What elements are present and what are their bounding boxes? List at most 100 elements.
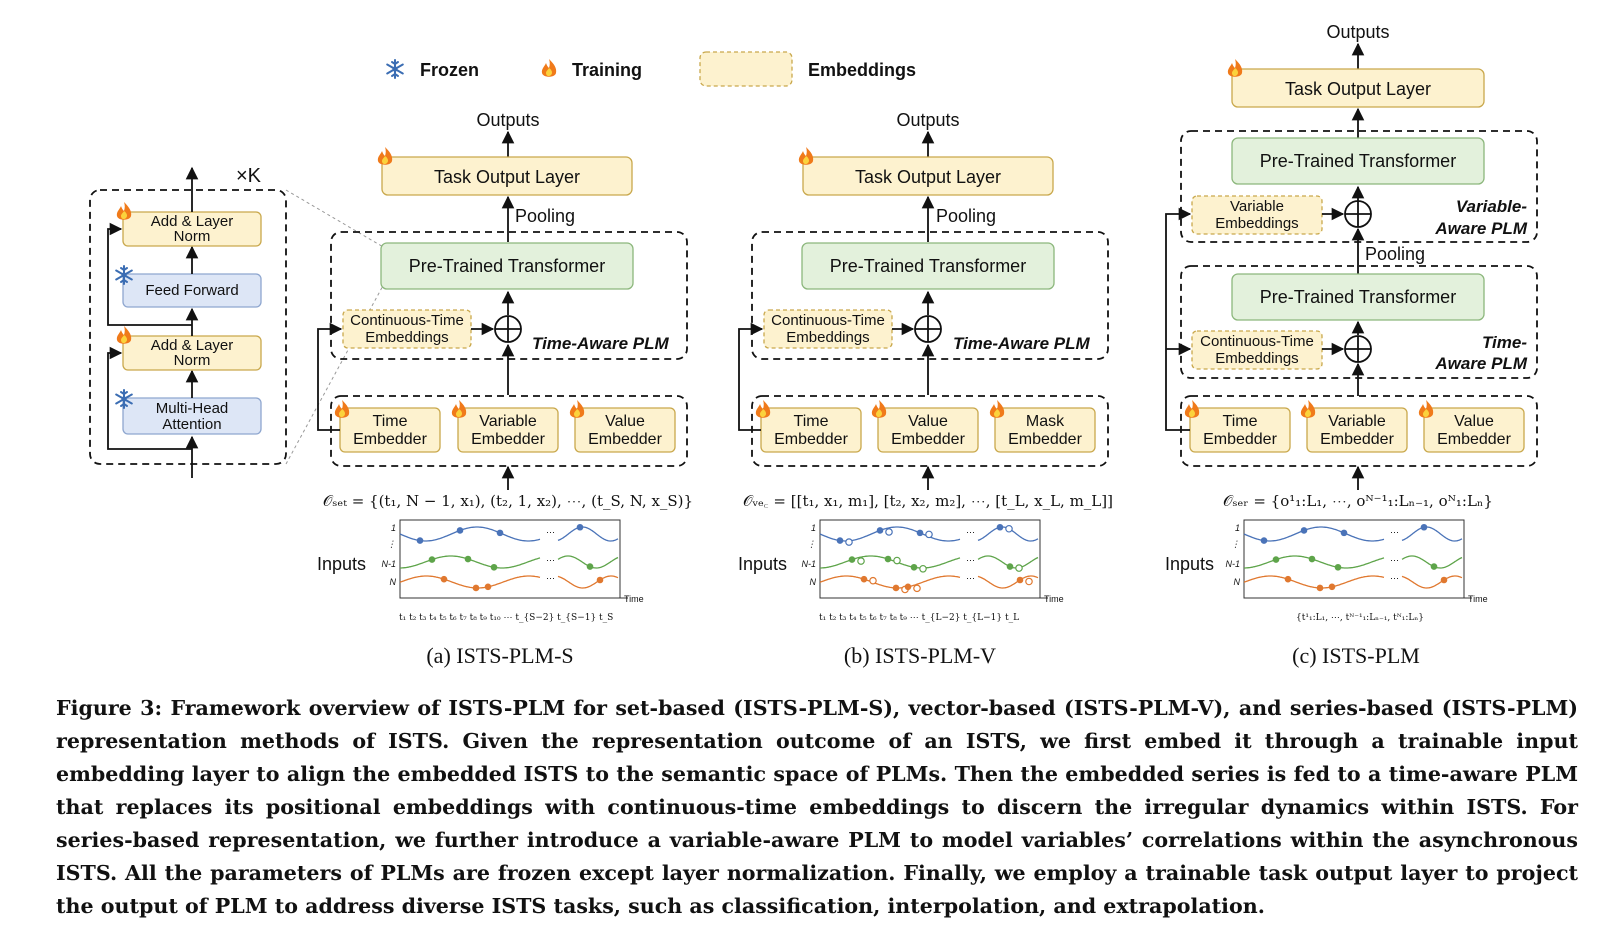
plot-ellipsis: ⋯ <box>1390 573 1399 583</box>
series-point <box>440 575 448 583</box>
series-point <box>496 529 504 537</box>
plot-ellipsis: ⋯ <box>546 573 555 583</box>
series-point <box>490 563 498 571</box>
c-task-output-label: Task Output Layer <box>1285 79 1431 99</box>
framework-figure: .ybox { fill: #fdf2cf; stroke: #c9a84c; … <box>89 22 1538 668</box>
b-embedder-3 <box>994 407 1096 453</box>
a-emb2-l1: Variable <box>479 413 537 430</box>
figure-caption: Figure 3: Framework overview of ISTS-PLM… <box>56 696 1578 918</box>
plot-ellipsis: ⋯ <box>546 527 555 537</box>
series-point-missing <box>893 556 901 565</box>
plot-y-label: N-1 <box>801 559 816 569</box>
c-ptt-upper <box>1231 137 1485 185</box>
series-point-missing <box>885 528 893 536</box>
c-emb2-l1: Variable <box>1328 413 1386 430</box>
flame-icon <box>1300 400 1316 418</box>
c-emb1-l1: Time <box>1223 413 1258 430</box>
oplus-icon <box>1344 200 1372 228</box>
series-line <box>977 575 1039 589</box>
plot-ellipsis: ⋯ <box>1390 527 1399 537</box>
series-line <box>1401 575 1463 589</box>
a-task-output-label: Task Output Layer <box>434 167 580 187</box>
series-point-missing <box>869 576 877 585</box>
add-norm-upper-l1: Add & Layer <box>151 213 234 230</box>
plot-time-label: Time <box>624 594 644 604</box>
series-point-missing <box>919 564 927 573</box>
add-norm-lower-l2: Norm <box>174 352 211 369</box>
c-time-aware-plm <box>1180 265 1538 379</box>
b-embedders-group <box>751 395 1109 467</box>
series-point <box>596 576 604 584</box>
feed-forward-label: Feed Forward <box>145 282 238 299</box>
series-point <box>484 583 492 591</box>
b-emb2-l1: Value <box>908 413 948 430</box>
c-cte <box>1191 330 1323 370</box>
series-point <box>1284 575 1292 583</box>
c-embedder-3 <box>1423 407 1525 453</box>
oplus-icon <box>494 315 522 343</box>
a-pooling: Pooling <box>515 206 575 226</box>
a-xticks: t₁ t₂ t₃ t₄ t₅ t₆ t₇ t₈ t₉ t₁₀ ⋯ t_{S−2}… <box>399 613 613 623</box>
flame-icon <box>541 59 557 77</box>
series-line <box>1401 526 1463 542</box>
series-point-missing <box>857 557 865 565</box>
plot-ellipsis: ⋯ <box>546 555 555 565</box>
c-variable-aware-plm <box>1180 130 1538 243</box>
a-embedder-2 <box>457 407 559 453</box>
b-emb3-l1: Mask <box>1026 413 1065 430</box>
series-point <box>904 583 912 591</box>
c-ptt-lower-label: Pre-Trained Transformer <box>1260 287 1456 307</box>
series-point <box>586 563 594 570</box>
a-embedder-3 <box>574 407 676 453</box>
legend-training: Training <box>572 60 642 80</box>
plot-frame <box>399 519 621 599</box>
b-time-aware-plm <box>751 231 1109 360</box>
a-cte-l2: Embeddings <box>365 329 448 346</box>
series-point <box>1430 563 1438 570</box>
a-pretrained-transformer <box>380 242 634 290</box>
series-point-missing <box>1025 577 1033 586</box>
mha-line2: Attention <box>162 416 221 433</box>
add-norm-lower-l1: Add & Layer <box>151 337 234 354</box>
b-formula: 𝒪ᵥₑ꜀ = [[t₁, x₁, m₁], [t₂, x₂, m₂], ⋯, [… <box>743 492 1113 510</box>
series-point <box>876 527 884 534</box>
b-ptt-label: Pre-Trained Transformer <box>830 256 1026 276</box>
series-point <box>1334 563 1342 571</box>
oplus-icon <box>1344 335 1372 363</box>
series-point <box>1016 576 1024 584</box>
series-point-missing <box>1015 564 1023 572</box>
legend-embeddings-swatch <box>699 51 793 87</box>
series-point <box>1272 556 1280 563</box>
flame-icon <box>798 147 814 165</box>
legend-embeddings: Embeddings <box>808 60 916 80</box>
b-task-output-layer <box>802 156 1054 196</box>
c-ve-l2: Embeddings <box>1215 215 1298 232</box>
series-point-missing <box>925 530 933 539</box>
series-point <box>1440 576 1448 584</box>
series-point <box>836 537 844 544</box>
c-label: (c) ISTS-PLM <box>1292 643 1420 668</box>
plot-ellipsis: ⋯ <box>966 555 975 565</box>
a-emb1-l2: Embedder <box>353 431 427 448</box>
series-point <box>456 527 464 534</box>
a-task-output-layer <box>381 156 633 196</box>
b-label: (b) ISTS-PLM-V <box>844 643 996 668</box>
c-embedder-2 <box>1306 407 1408 453</box>
b-embedder-2 <box>877 407 979 453</box>
a-formula: 𝒪ₛₑₜ = {(t₁, N − 1, x₁), (t₂, 1, x₂), ⋯,… <box>323 492 693 510</box>
series-point <box>1006 563 1014 570</box>
b-inputs: Inputs <box>738 554 787 574</box>
plot-y-label: 1 <box>811 523 816 533</box>
b-cte-l2: Embeddings <box>786 329 869 346</box>
series-point <box>910 563 918 571</box>
c-xticks: {t¹₁:L₁, ⋯, tᴺ⁻¹₁:Lₙ₋₁, tᴺ₁:Lₙ} <box>1296 613 1424 623</box>
c-plm-time-l2: Aware PLM <box>1434 354 1527 373</box>
legend: Frozen Training Embeddings <box>386 51 916 87</box>
series-point <box>916 529 924 537</box>
plot-y-label: ⋮ <box>807 539 816 549</box>
b-emb1-l2: Embedder <box>774 431 848 448</box>
c-cte-l1: Continuous-Time <box>1200 333 1314 350</box>
